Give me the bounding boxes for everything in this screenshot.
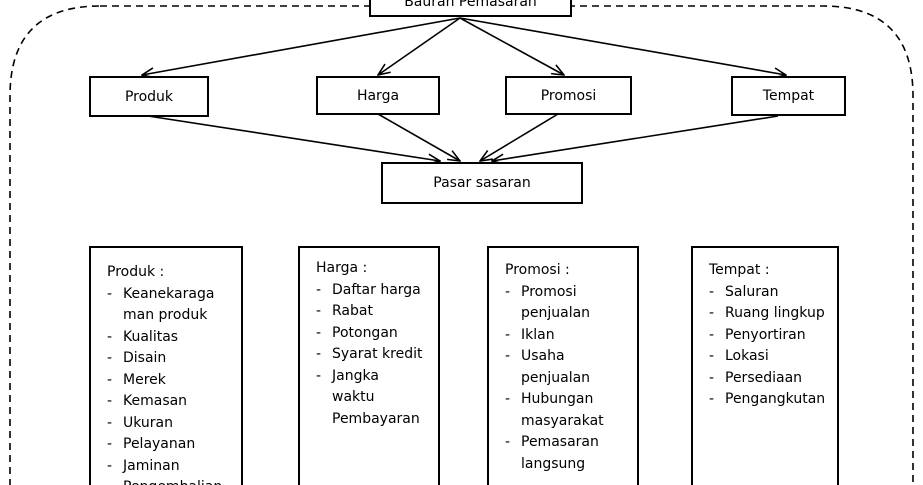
list-item: Pelayanan <box>107 434 233 456</box>
list-item: Disain <box>107 348 233 370</box>
list-item: Ukuran <box>107 413 233 435</box>
list-item: Kemasan <box>107 391 233 413</box>
promosi-label: Promosi <box>540 87 597 104</box>
harga-box: Harga <box>316 76 440 115</box>
list-item: Pengangkutan <box>709 389 829 411</box>
list-item: Kualitas <box>107 327 233 349</box>
tempat-detail-box: Tempat : Saluran Ruang lingkup Penyortir… <box>691 246 839 485</box>
promosi-detail-title: Promosi : <box>505 262 570 278</box>
list-item: Merek <box>107 370 233 392</box>
pasar-sasaran-label: Pasar sasaran <box>433 175 531 191</box>
list-item: Potongan <box>316 323 430 345</box>
list-item: Persediaan <box>709 368 829 390</box>
tempat-detail-list: Saluran Ruang lingkup Penyortiran Lokasi… <box>709 282 829 411</box>
list-item: Daftar harga <box>316 280 430 302</box>
list-item: Penyortiran <box>709 325 829 347</box>
list-item: Pengembalian <box>107 477 233 485</box>
pasar-sasaran-box: Pasar sasaran <box>381 162 583 204</box>
tempat-detail-title: Tempat : <box>709 262 770 278</box>
arrow-produk-to-pasar <box>147 115 440 161</box>
arrow-bauran-to-produk <box>142 17 461 75</box>
produk-detail-title: Produk : <box>107 264 165 280</box>
arrow-harga-to-pasar <box>377 113 460 161</box>
harga-detail-list: Daftar harga Rabat Potongan Syarat kredi… <box>316 280 430 431</box>
harga-detail-title: Harga : <box>316 260 368 276</box>
tempat-label: Tempat <box>762 88 815 104</box>
dashed-boundary <box>9 5 914 485</box>
list-item: Jaminan <box>107 456 233 478</box>
arrow-tempat-to-pasar <box>492 115 779 161</box>
harga-label: Harga <box>356 87 400 104</box>
arrow-bauran-to-harga <box>378 17 461 75</box>
arrow-bauran-to-tempat <box>459 17 786 75</box>
list-item: Iklan <box>505 325 629 347</box>
list-item: Ruang lingkup <box>709 303 829 325</box>
arrow-bauran-to-promosi <box>459 17 564 75</box>
list-item: Lokasi <box>709 346 829 368</box>
list-item: Syarat kredit <box>316 344 430 366</box>
bauran-pemasaran-box: Bauran Pemasaran <box>369 0 572 17</box>
list-item: Rabat <box>316 301 430 323</box>
tempat-box: Tempat <box>731 76 846 116</box>
arrow-promosi-to-pasar <box>480 113 559 161</box>
promosi-box: Promosi <box>505 76 632 115</box>
produk-label: Produk <box>124 88 174 105</box>
bauran-pemasaran-label: Bauran Pemasaran <box>404 0 537 10</box>
harga-detail-box: Harga : Daftar harga Rabat Potongan Syar… <box>298 246 440 485</box>
list-item: Saluran <box>709 282 829 304</box>
produk-box: Produk <box>89 76 209 117</box>
